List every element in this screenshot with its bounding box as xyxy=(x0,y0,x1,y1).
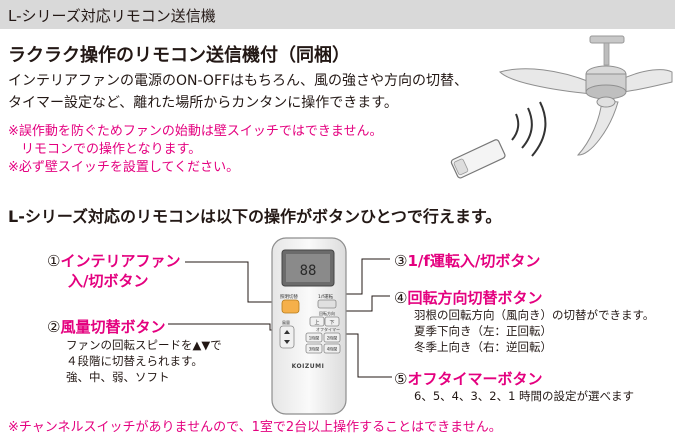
remote-fan-label: 1/f運転 xyxy=(318,294,333,300)
callout-4-number: ④ xyxy=(394,289,408,307)
callout-3-number: ③ xyxy=(394,252,408,270)
callout-1-line2: 入/切ボタン xyxy=(68,270,148,291)
remote-up-label: 上 xyxy=(314,319,319,326)
callout-1-title-line1: インテリアファン xyxy=(60,252,181,270)
remote-brand: KOIZUMI xyxy=(292,363,325,370)
callout-1-number: ① xyxy=(47,252,61,270)
callout-2-number: ② xyxy=(47,318,61,336)
remote-power-button xyxy=(281,299,300,314)
remote-timer-1-label: 1時間 xyxy=(309,335,320,341)
callout-3-title: 1/f運転入/切ボタン xyxy=(407,252,541,270)
remote-timer-3-label: 3時間 xyxy=(309,346,320,352)
section1-body-line-2: タイマー設定など、離れた場所からカンタンに操作できます。 xyxy=(8,95,398,111)
bottom-note: ※チャンネルスイッチがありませんので、1室で2台以上操作することはできません。 xyxy=(8,420,502,435)
remote-down-label: 下 xyxy=(329,320,334,326)
callout-4-desc-1: 羽根の回転方向（風向き）の切替ができます。 xyxy=(414,308,655,322)
callout-2-desc-2: ４段階に切替えられます。 xyxy=(66,354,203,368)
remote-timer-2-label: 2時間 xyxy=(327,335,338,341)
section2-heading: L-シリーズ対応のリモコンは以下の操作がボタンひとつで行えます。 xyxy=(8,207,502,226)
remote-power-label: 照明切替 xyxy=(280,293,298,300)
remote-timer-4-label: 4時間 xyxy=(327,346,338,352)
callout-2: ②風量切替ボタン xyxy=(47,316,165,337)
callout-2-title: 風量切替ボタン xyxy=(60,318,166,336)
callout-5-number: ⑤ xyxy=(394,370,408,388)
callout-5-desc-1: 6、5、4、3、2、1 時間の設定が選べます xyxy=(414,389,635,403)
callout-4-desc-2: 夏季下向き（左：正回転） xyxy=(414,324,552,338)
remote-control-illustration: 88 照明切替 1/f運転 回転方向 上 下 風量 オフタイマー 1時間 2時間… xyxy=(271,237,347,415)
callout-4-title: 回転方向切替ボタン xyxy=(407,289,543,307)
note-line-3: ※必ず壁スイッチを設置してください。 xyxy=(8,160,240,175)
remote-wind-label: 風量 xyxy=(282,319,290,325)
section1-body-line-1: インテリアファンの電源のON-OFFはもちろん、風の強さや方向の切替、 xyxy=(8,73,469,89)
callout-1: ①インテリアファン xyxy=(47,250,180,271)
ceiling-fan-illustration xyxy=(450,35,673,179)
header-bar: L-シリーズ対応リモコン送信機 xyxy=(0,0,675,29)
header-title: L-シリーズ対応リモコン送信機 xyxy=(8,7,216,25)
callout-4: ④回転方向切替ボタン xyxy=(394,287,542,308)
note-line-2: リモコンでの操作となります。 xyxy=(8,142,202,157)
section1-heading: ラクラク操作のリモコン送信機付（同梱） xyxy=(8,45,350,66)
callout-5-title: オフタイマーボタン xyxy=(407,370,543,388)
callout-2-desc-1: ファンの回転スピードを▲▼で xyxy=(66,338,222,352)
callout-2-desc-3: 強、中、弱、ソフト xyxy=(66,370,170,384)
remote-timer-label: オフタイマー xyxy=(316,326,340,332)
note-line-1: ※誤作動を防ぐためファンの始動は壁スイッチではできません。 xyxy=(8,124,383,139)
callout-5: ⑤オフタイマーボタン xyxy=(394,368,542,389)
remote-direction-label: 回転方向 xyxy=(319,310,335,316)
callout-3: ③1/f運転入/切ボタン xyxy=(394,250,540,271)
callout-1-title-line2: 入/切ボタン xyxy=(68,272,149,290)
callout-4-desc-3: 冬季上向き（右：逆回転） xyxy=(414,340,552,354)
svg-text:88: 88 xyxy=(300,263,317,279)
